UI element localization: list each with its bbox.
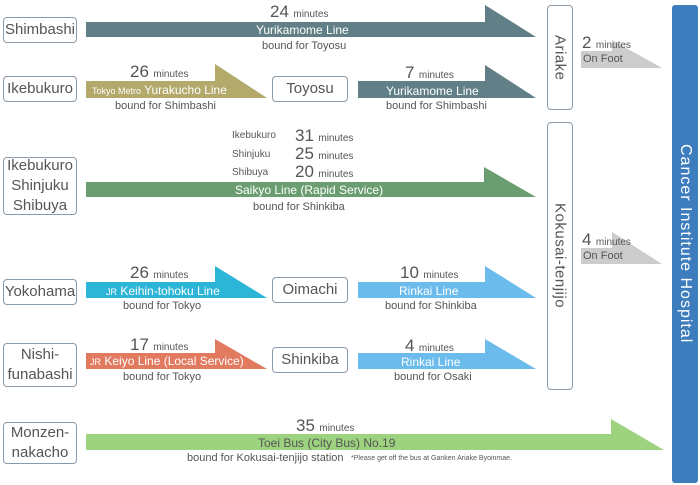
- arrow-yurakucho: [86, 64, 267, 98]
- saikyo-from-ikebukuro: Ikebukuro: [232, 130, 276, 141]
- arrow-keihin-tohoku: [86, 266, 267, 298]
- time-yokohama: 26 minutes: [130, 263, 189, 282]
- bound-rinkai-oimachi: bound for Shinkiba: [385, 300, 477, 312]
- station-shimbashi[interactable]: Shimbashi: [3, 17, 77, 43]
- station-ikebukuro[interactable]: Ikebukuro: [3, 76, 77, 102]
- bound-keiyo: bound for Tokyo: [123, 371, 202, 383]
- bus-note: *Please get off the bus at Ganken Ariake…: [351, 455, 512, 462]
- bound-shimbashi: bound for Toyosu: [262, 40, 347, 52]
- line-bus: Toei Bus (City Bus) No.19: [258, 436, 396, 450]
- saikyo-time-shinjuku: 25 minutes: [295, 144, 354, 163]
- time-shimbashi: 24 minutes: [270, 2, 329, 21]
- line-rinkai-shinkiba: Rinkai Line: [401, 355, 461, 369]
- bound-saikyo: bound for Shinkiba: [253, 201, 345, 213]
- arrow-walk-ariake: [581, 40, 662, 68]
- saikyo-time-shibuya: 20 minutes: [295, 162, 354, 181]
- line-keihin-tohoku: JR Keihin-tohoku Line: [106, 284, 220, 298]
- station-monzennakacho[interactable]: Monzen- nakacho: [3, 422, 77, 464]
- walk-time-kokusai: 4 minutes: [582, 230, 631, 249]
- line-saikyo: Saikyo Line (Rapid Service): [235, 183, 384, 197]
- time-toyosu: 7 minutes: [405, 63, 454, 82]
- station-ariake[interactable]: Ariake: [547, 5, 573, 110]
- bound-bus: bound for Kokusai-tenjijo station: [187, 452, 344, 464]
- arrow-rinkai-shinkiba: [358, 339, 536, 369]
- station-kokusai-tenjijo[interactable]: Kokusai-tenjijo: [547, 122, 573, 390]
- station-oimachi[interactable]: Oimachi: [272, 277, 348, 303]
- station-shinkiba[interactable]: Shinkiba: [272, 347, 348, 373]
- saikyo-from-shinjuku: Shinjuku: [232, 149, 271, 160]
- line-yurikamome-toyosu: Yurikamome Line: [386, 84, 479, 98]
- line-rinkai-oimachi: Rinkai Line: [399, 284, 459, 298]
- arrow-yurikamome-shimbashi: [86, 5, 536, 37]
- arrow-keiyo: [86, 339, 267, 369]
- bound-yurikamome-toyosu: bound for Shimbashi: [386, 100, 487, 112]
- line-keiyo: JR Keiyo Line (Local Service): [90, 354, 244, 368]
- arrow-saikyo: [86, 167, 536, 197]
- station-yokohama[interactable]: Yokohama: [3, 279, 77, 305]
- arrow-walk-kokusai: [581, 232, 662, 264]
- arrow-rinkai-oimachi: [358, 266, 536, 298]
- time-shinkiba: 4 minutes: [405, 336, 454, 355]
- bound-yurakucho: bound for Shimbashi: [115, 100, 216, 112]
- line-shimbashi: Yurikamome Line: [256, 23, 349, 37]
- saikyo-time-ikebukuro: 31 minutes: [295, 126, 354, 145]
- time-oimachi: 10 minutes: [400, 263, 459, 282]
- walk-time-ariake: 2 minutes: [582, 33, 631, 52]
- walk-mode-kokusai: On Foot: [583, 250, 623, 262]
- time-bus: 35 minutes: [296, 416, 355, 435]
- destination-hospital[interactable]: Cancer Institute Hospital: [672, 5, 698, 483]
- station-nishifunabashi[interactable]: Nishi- funabashi: [3, 343, 77, 387]
- bound-keihin-tohoku: bound for Tokyo: [123, 300, 202, 312]
- time-ikebukuro: 26 minutes: [130, 62, 189, 81]
- station-toyosu[interactable]: Toyosu: [272, 76, 348, 102]
- station-ikebukuro-shinjuku-shibuya[interactable]: Ikebukuro Shinjuku Shibuya: [3, 157, 77, 215]
- arrow-yurikamome-toyosu: [358, 65, 536, 98]
- time-nishifunabashi: 17 minutes: [130, 335, 189, 354]
- saikyo-from-shibuya: Shibuya: [232, 167, 269, 178]
- arrow-bus: [86, 419, 664, 450]
- walk-mode-ariake: On Foot: [583, 53, 623, 65]
- line-yurakucho: Tokyo Metro Yurakucho Line: [92, 83, 227, 97]
- bound-rinkai-shinkiba: bound for Osaki: [394, 371, 472, 383]
